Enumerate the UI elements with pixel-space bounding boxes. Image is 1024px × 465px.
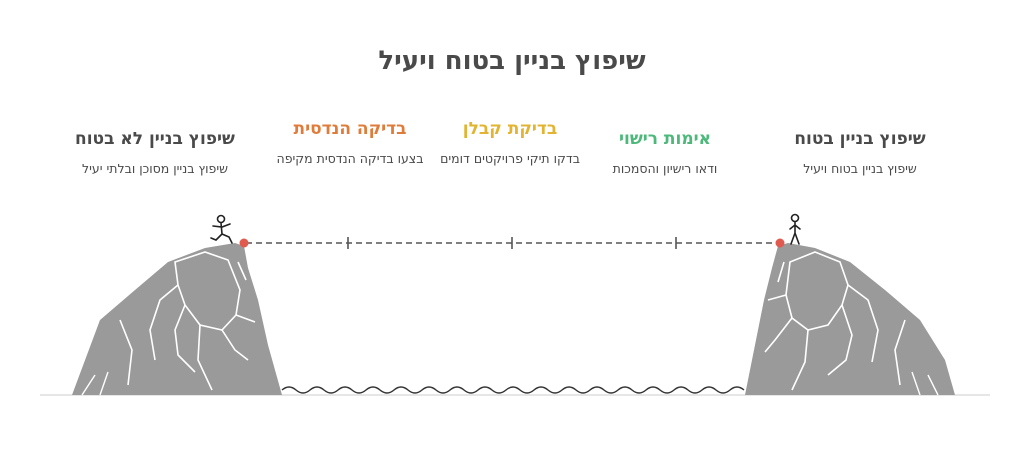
stage-description: שיפוץ בניין מסוכן ובלתי יעיל: [81, 161, 229, 176]
stage-safe: שיפוץ בניין בטוח שיפוץ בניין בטוח ויעיל: [770, 128, 950, 178]
stage-description: ודאו רישיון והסמכות: [612, 161, 718, 176]
stage-license: אימות רישוי ודאו רישיון והסמכות: [590, 128, 740, 178]
person-jumping-icon: [210, 214, 233, 244]
stage-heading: שיפוץ בניין לא בטוח: [75, 129, 235, 149]
left-cliff: [72, 243, 282, 396]
stage-heading: בדיקת קבלן: [462, 119, 558, 139]
stage-description: בדקו תיקי פרויקטים דומים: [440, 151, 580, 166]
stage-contractor: בדיקת קבלן בדקו תיקי פרויקטים דומים: [435, 118, 585, 168]
stage-heading: שיפוץ בניין בטוח: [794, 129, 926, 149]
page-title: שיפוץ בניין בטוח ויעיל: [378, 46, 646, 76]
stage-engineering: בדיקה הנדסית בצעו בדיקה הנדסית מקיפה: [270, 118, 430, 168]
stage-description: שיפוץ בניין בטוח ויעיל: [803, 161, 917, 176]
stage-heading: אימות רישוי: [618, 129, 712, 149]
stage-heading: בדיקה הנדסית: [293, 119, 407, 139]
left-endpoint: [239, 238, 249, 248]
stage-unsafe: שיפוץ בניין לא בטוח שיפוץ בניין מסוכן וב…: [60, 128, 250, 178]
right-endpoint: [775, 238, 785, 248]
right-cliff: [745, 243, 955, 396]
stage-description: בצעו בדיקה הנדסית מקיפה: [276, 151, 424, 166]
person-standing-icon: [789, 213, 801, 245]
water-waves: [281, 386, 745, 394]
